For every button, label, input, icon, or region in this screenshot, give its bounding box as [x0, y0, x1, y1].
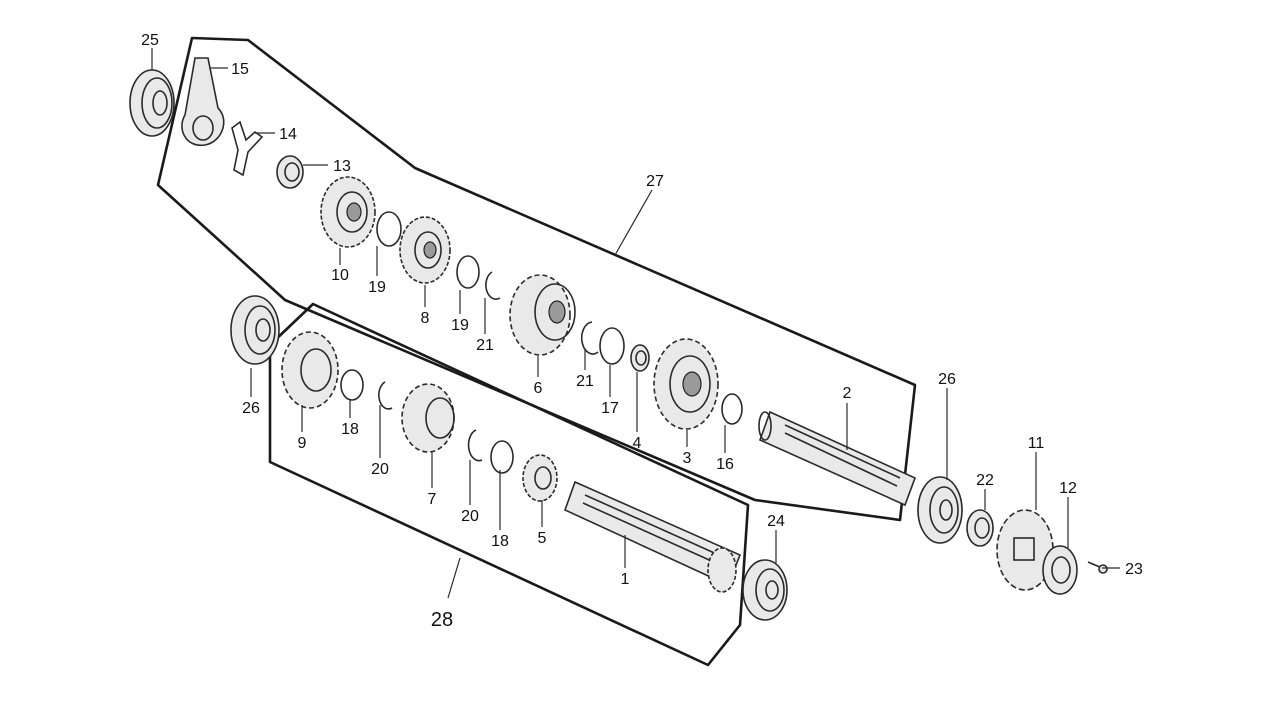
label-26-left: 26 [242, 400, 260, 417]
plate-12 [1042, 545, 1078, 595]
label-19b: 19 [451, 317, 469, 334]
label-1: 1 [621, 571, 630, 588]
label-6: 6 [534, 380, 543, 397]
circlip-20b [467, 429, 483, 462]
label-24: 24 [767, 513, 785, 530]
bushing-4 [630, 344, 650, 372]
washer-19a [376, 211, 402, 247]
label-26-right: 26 [938, 371, 956, 388]
label-18b: 18 [491, 533, 509, 550]
gear-8 [399, 216, 451, 284]
assembly-outline-27 [156, 36, 917, 522]
label-10: 10 [331, 267, 349, 284]
label-16: 16 [716, 456, 734, 473]
collar-13 [276, 155, 304, 189]
label-17: 17 [601, 400, 619, 417]
gear-6 [509, 274, 576, 356]
washer-16 [721, 393, 743, 425]
gear-7 [401, 383, 455, 453]
label-22: 22 [976, 472, 994, 489]
clip-14 [231, 120, 264, 177]
label-3: 3 [683, 450, 692, 467]
label-7: 7 [428, 491, 437, 508]
label-20a: 20 [371, 461, 389, 478]
washer-18a [340, 369, 364, 401]
countershaft-2 [758, 410, 917, 507]
label-21b: 21 [576, 373, 594, 390]
circlip-21a [485, 271, 501, 300]
circlip-21b [580, 321, 599, 355]
label-2: 2 [843, 385, 852, 402]
label-4: 4 [633, 435, 642, 452]
washer-19b [456, 255, 480, 289]
gear-9 [281, 331, 339, 409]
label-21a: 21 [476, 337, 494, 354]
label-12: 12 [1059, 480, 1077, 497]
label-5: 5 [538, 530, 547, 547]
washer-18b [490, 440, 514, 474]
gear-10 [320, 176, 376, 248]
label-23: 23 [1125, 561, 1143, 578]
bearing-25 [129, 69, 175, 137]
seal-22 [966, 509, 994, 547]
label-28: 28 [431, 609, 453, 631]
washer-17 [599, 327, 625, 365]
label-18a: 18 [341, 421, 359, 438]
label-11: 11 [1028, 435, 1045, 452]
bearing-26-right [917, 476, 963, 544]
label-19a: 19 [368, 279, 386, 296]
gear-5 [522, 454, 558, 502]
circlip-20a [378, 381, 393, 410]
label-8: 8 [421, 310, 430, 327]
label-14: 14 [279, 126, 297, 143]
label-15: 15 [231, 61, 249, 78]
label-25: 25 [141, 32, 159, 49]
mainshaft-1 [564, 480, 742, 593]
label-13: 13 [333, 158, 351, 175]
leader-lines [151, 48, 1120, 599]
label-9: 9 [298, 435, 307, 452]
bearing-24 [742, 559, 788, 621]
label-20b: 20 [461, 508, 479, 525]
label-27: 27 [646, 173, 664, 190]
bolt-23 [1087, 561, 1108, 574]
gear-3 [653, 338, 719, 430]
bearing-26-left [230, 295, 280, 365]
lever-15 [181, 57, 225, 146]
